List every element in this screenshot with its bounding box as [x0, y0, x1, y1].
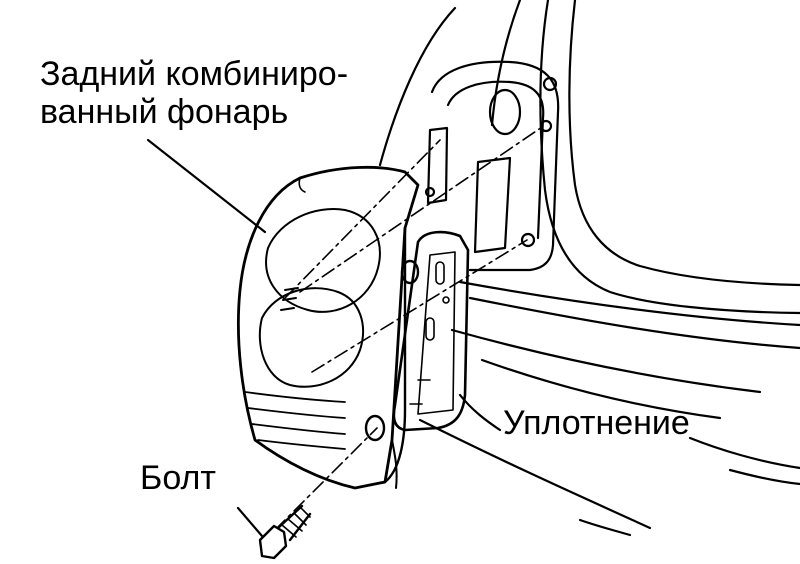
label-rear-lamp-line2: ванный фонарь [40, 93, 289, 131]
leader-bolt [236, 506, 264, 538]
leader-lines [146, 138, 502, 538]
alignment-lines [274, 124, 546, 531]
leader-seal [458, 393, 502, 432]
label-rear-lamp-line1: Задний комбиниро- [40, 55, 349, 93]
label-bolt: Болт [140, 459, 216, 497]
rear-combination-lamp [236, 165, 420, 490]
leader-lamp [146, 138, 267, 234]
bolt [258, 504, 312, 560]
seal-gasket [392, 230, 470, 432]
label-seal: Уплотнение [503, 404, 690, 442]
car-body [378, 0, 800, 537]
